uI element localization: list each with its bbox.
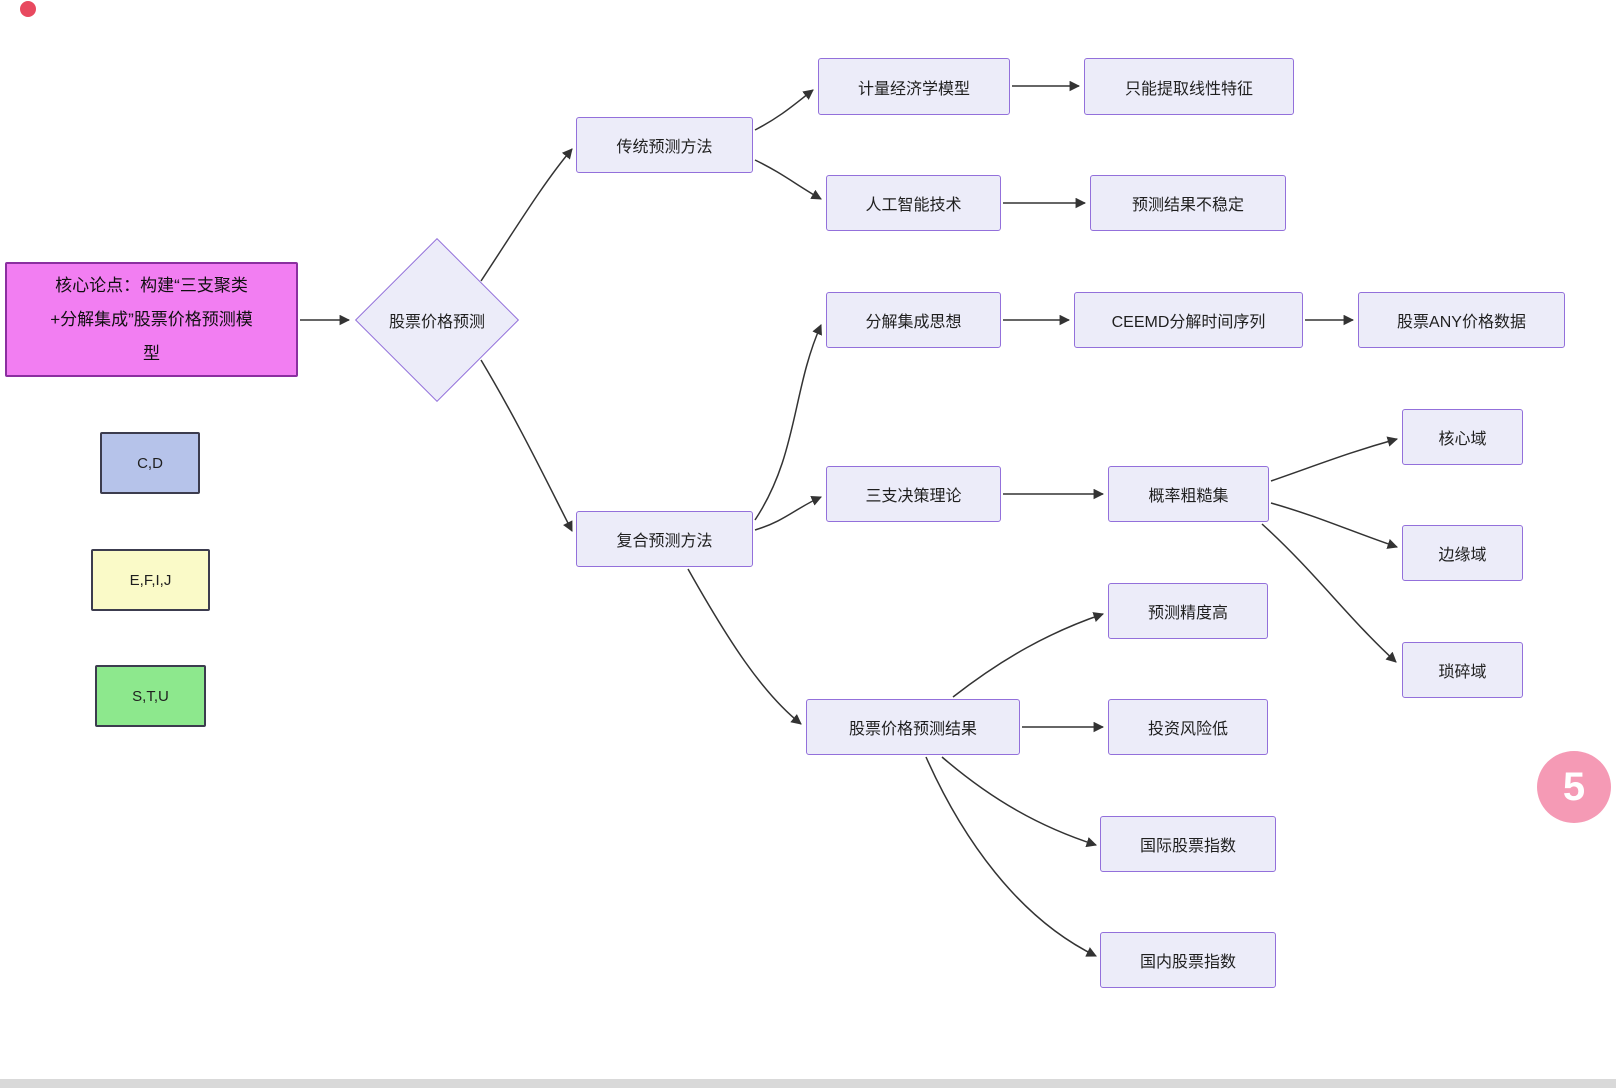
- edge-traditional-to-econometric: [754, 89, 814, 131]
- node-unstable-results[interactable]: 预测结果不稳定: [1090, 175, 1286, 231]
- node-intl-index[interactable]: 国际股票指数: [1100, 816, 1276, 872]
- legend-box-stu[interactable]: S,T,U: [95, 665, 206, 727]
- node-composite-methods[interactable]: 复合预测方法: [576, 511, 753, 567]
- node-prediction-results[interactable]: 股票价格预测结果: [806, 699, 1020, 755]
- edge-roughset-to-boundary-domain: [1270, 502, 1398, 549]
- edge-composite-to-decomposition: [754, 324, 822, 521]
- node-three-way-decision[interactable]: 三支决策理论: [826, 466, 1001, 522]
- node-high-accuracy[interactable]: 预测精度高: [1108, 583, 1268, 639]
- edge-traditional-to-ai: [754, 159, 822, 200]
- horizontal-scrollbar[interactable]: [0, 1079, 1616, 1088]
- node-trivial-domain[interactable]: 琐碎域: [1402, 642, 1523, 698]
- edge-composite-to-results: [687, 568, 802, 725]
- node-ai-technology[interactable]: 人工智能技术: [826, 175, 1001, 231]
- edge-roughset-to-trivial-domain: [1261, 523, 1397, 663]
- node-core-thesis[interactable]: 核心论点：构建“三支聚类 +分解集成”股票价格预测模 型: [5, 262, 298, 377]
- record-dot: [20, 1, 36, 17]
- diamond-label: 股票价格预测: [388, 314, 485, 331]
- edge-results-to-domestic: [925, 756, 1097, 957]
- node-stock-price-prediction[interactable]: 股票价格预测: [354, 237, 520, 403]
- node-linear-only[interactable]: 只能提取线性特征: [1084, 58, 1294, 115]
- node-prob-rough-set[interactable]: 概率粗糙集: [1108, 466, 1269, 522]
- node-core-domain[interactable]: 核心域: [1402, 409, 1523, 465]
- node-traditional-methods[interactable]: 传统预测方法: [576, 117, 753, 173]
- node-ceemd[interactable]: CEEMD分解时间序列: [1074, 292, 1303, 348]
- node-stock-any-data[interactable]: 股票ANY价格数据: [1358, 292, 1565, 348]
- node-econometric-model[interactable]: 计量经济学模型: [818, 58, 1010, 115]
- edge-results-to-intl: [941, 756, 1097, 848]
- legend-box-efij[interactable]: E,F,I,J: [91, 549, 210, 611]
- edge-results-to-accuracy: [952, 612, 1104, 698]
- node-boundary-domain[interactable]: 边缘域: [1402, 525, 1523, 581]
- watermark-badge[interactable]: 5: [1537, 751, 1611, 823]
- node-low-risk[interactable]: 投资风险低: [1108, 699, 1268, 755]
- node-decomposition-ensemble[interactable]: 分解集成思想: [826, 292, 1001, 348]
- legend-box-cd[interactable]: C,D: [100, 432, 200, 494]
- edge-composite-to-threeway: [754, 496, 822, 531]
- node-domestic-index[interactable]: 国内股票指数: [1100, 932, 1276, 988]
- edge-roughset-to-core-domain: [1270, 436, 1399, 482]
